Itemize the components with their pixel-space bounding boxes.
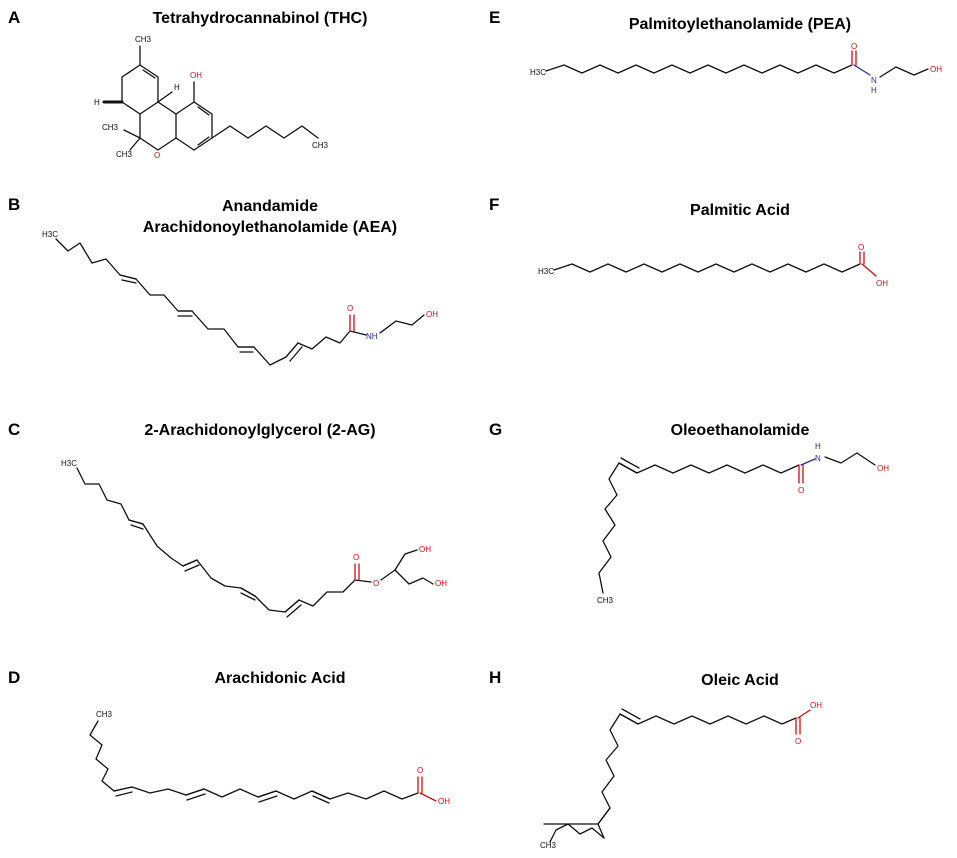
- molecule-title: Arachidonic Acid: [214, 670, 346, 687]
- atom-label: CH3: [597, 596, 614, 605]
- panel-letter: E: [489, 8, 501, 27]
- atom-label: O: [795, 737, 801, 746]
- molecule-title: Palmitic Acid: [690, 202, 790, 219]
- atom-label: H3C: [538, 267, 554, 276]
- molecule-title: Palmitoylethanolamide (PEA): [628, 16, 852, 33]
- molecule-title: 2-Arachidonoylglycerol (2-AG): [144, 422, 376, 439]
- thc-structure: CH3 H H O CH3 CH3 OH CH3: [94, 35, 329, 160]
- atom-label: O: [858, 243, 864, 252]
- atom-label: O: [798, 486, 804, 495]
- atom-label: OH: [438, 797, 450, 806]
- atom-label: CH3: [102, 123, 119, 132]
- molecule-title: Oleic Acid: [701, 672, 779, 689]
- atom-label: OH: [930, 65, 942, 74]
- atom-label: O: [353, 553, 359, 562]
- panel-letter: G: [489, 420, 503, 439]
- atom-label: N: [871, 76, 877, 85]
- atom-label: OH: [190, 71, 202, 80]
- atom-label: NH: [366, 332, 378, 341]
- panel-letter: F: [489, 195, 500, 214]
- palmitic-acid-structure: H3C O OH: [538, 243, 888, 288]
- atom-label: OH: [876, 279, 888, 288]
- atom-label: OH: [435, 579, 447, 588]
- atom-label: CH3: [116, 150, 133, 159]
- title-line-2: Arachidonoylethanolamide (AEA): [142, 219, 398, 236]
- atom-label: H: [815, 442, 821, 451]
- oleic-acid-structure: O OH CH3: [540, 701, 822, 850]
- molecule-title: Tetrahydrocannabinol (THC): [152, 10, 368, 27]
- atom-label: CH3: [135, 35, 152, 44]
- atom-label: O: [417, 766, 423, 775]
- atom-label: CH3: [540, 841, 557, 850]
- panel-letter: A: [8, 8, 21, 27]
- atom-label: OH: [810, 701, 822, 710]
- atom-label: H: [174, 83, 180, 92]
- atom-label: O: [373, 579, 379, 588]
- panel-letter: H: [489, 668, 502, 687]
- atom-label: H3C: [61, 459, 77, 468]
- atom-label: CH3: [312, 141, 329, 150]
- atom-label: CH3: [96, 710, 113, 719]
- atom-label: H3C: [530, 68, 546, 77]
- atom-label: H: [94, 98, 100, 107]
- oleoethanolamide-structure: CH3 O H N OH: [597, 442, 889, 605]
- atom-label: O: [851, 42, 857, 51]
- title-line-1: Anandamide: [221, 198, 318, 215]
- 2ag-structure: H3C O O OH OH: [61, 459, 447, 618]
- arachidonic-acid-structure: CH3 O OH: [89, 710, 450, 806]
- atom-label: OH: [426, 310, 438, 319]
- atom-label: H: [871, 86, 877, 95]
- atom-label: OH: [877, 464, 889, 473]
- molecule-title: Oleoethanolamide: [670, 422, 810, 439]
- atom-label: N: [815, 454, 821, 463]
- pea-structure: H3C O N H OH: [530, 42, 942, 95]
- panel-letter: D: [8, 668, 21, 687]
- atom-label: O: [154, 151, 160, 160]
- panel-letter: B: [8, 195, 21, 214]
- atom-label: H3C: [42, 230, 58, 239]
- molecule-title: Anandamide Arachidonoylethanolamide (AEA…: [110, 196, 430, 238]
- atom-label: O: [347, 304, 353, 313]
- atom-label: OH: [419, 545, 431, 554]
- aea-structure: H3C O NH OH: [42, 230, 438, 366]
- panel-letter: C: [8, 420, 21, 439]
